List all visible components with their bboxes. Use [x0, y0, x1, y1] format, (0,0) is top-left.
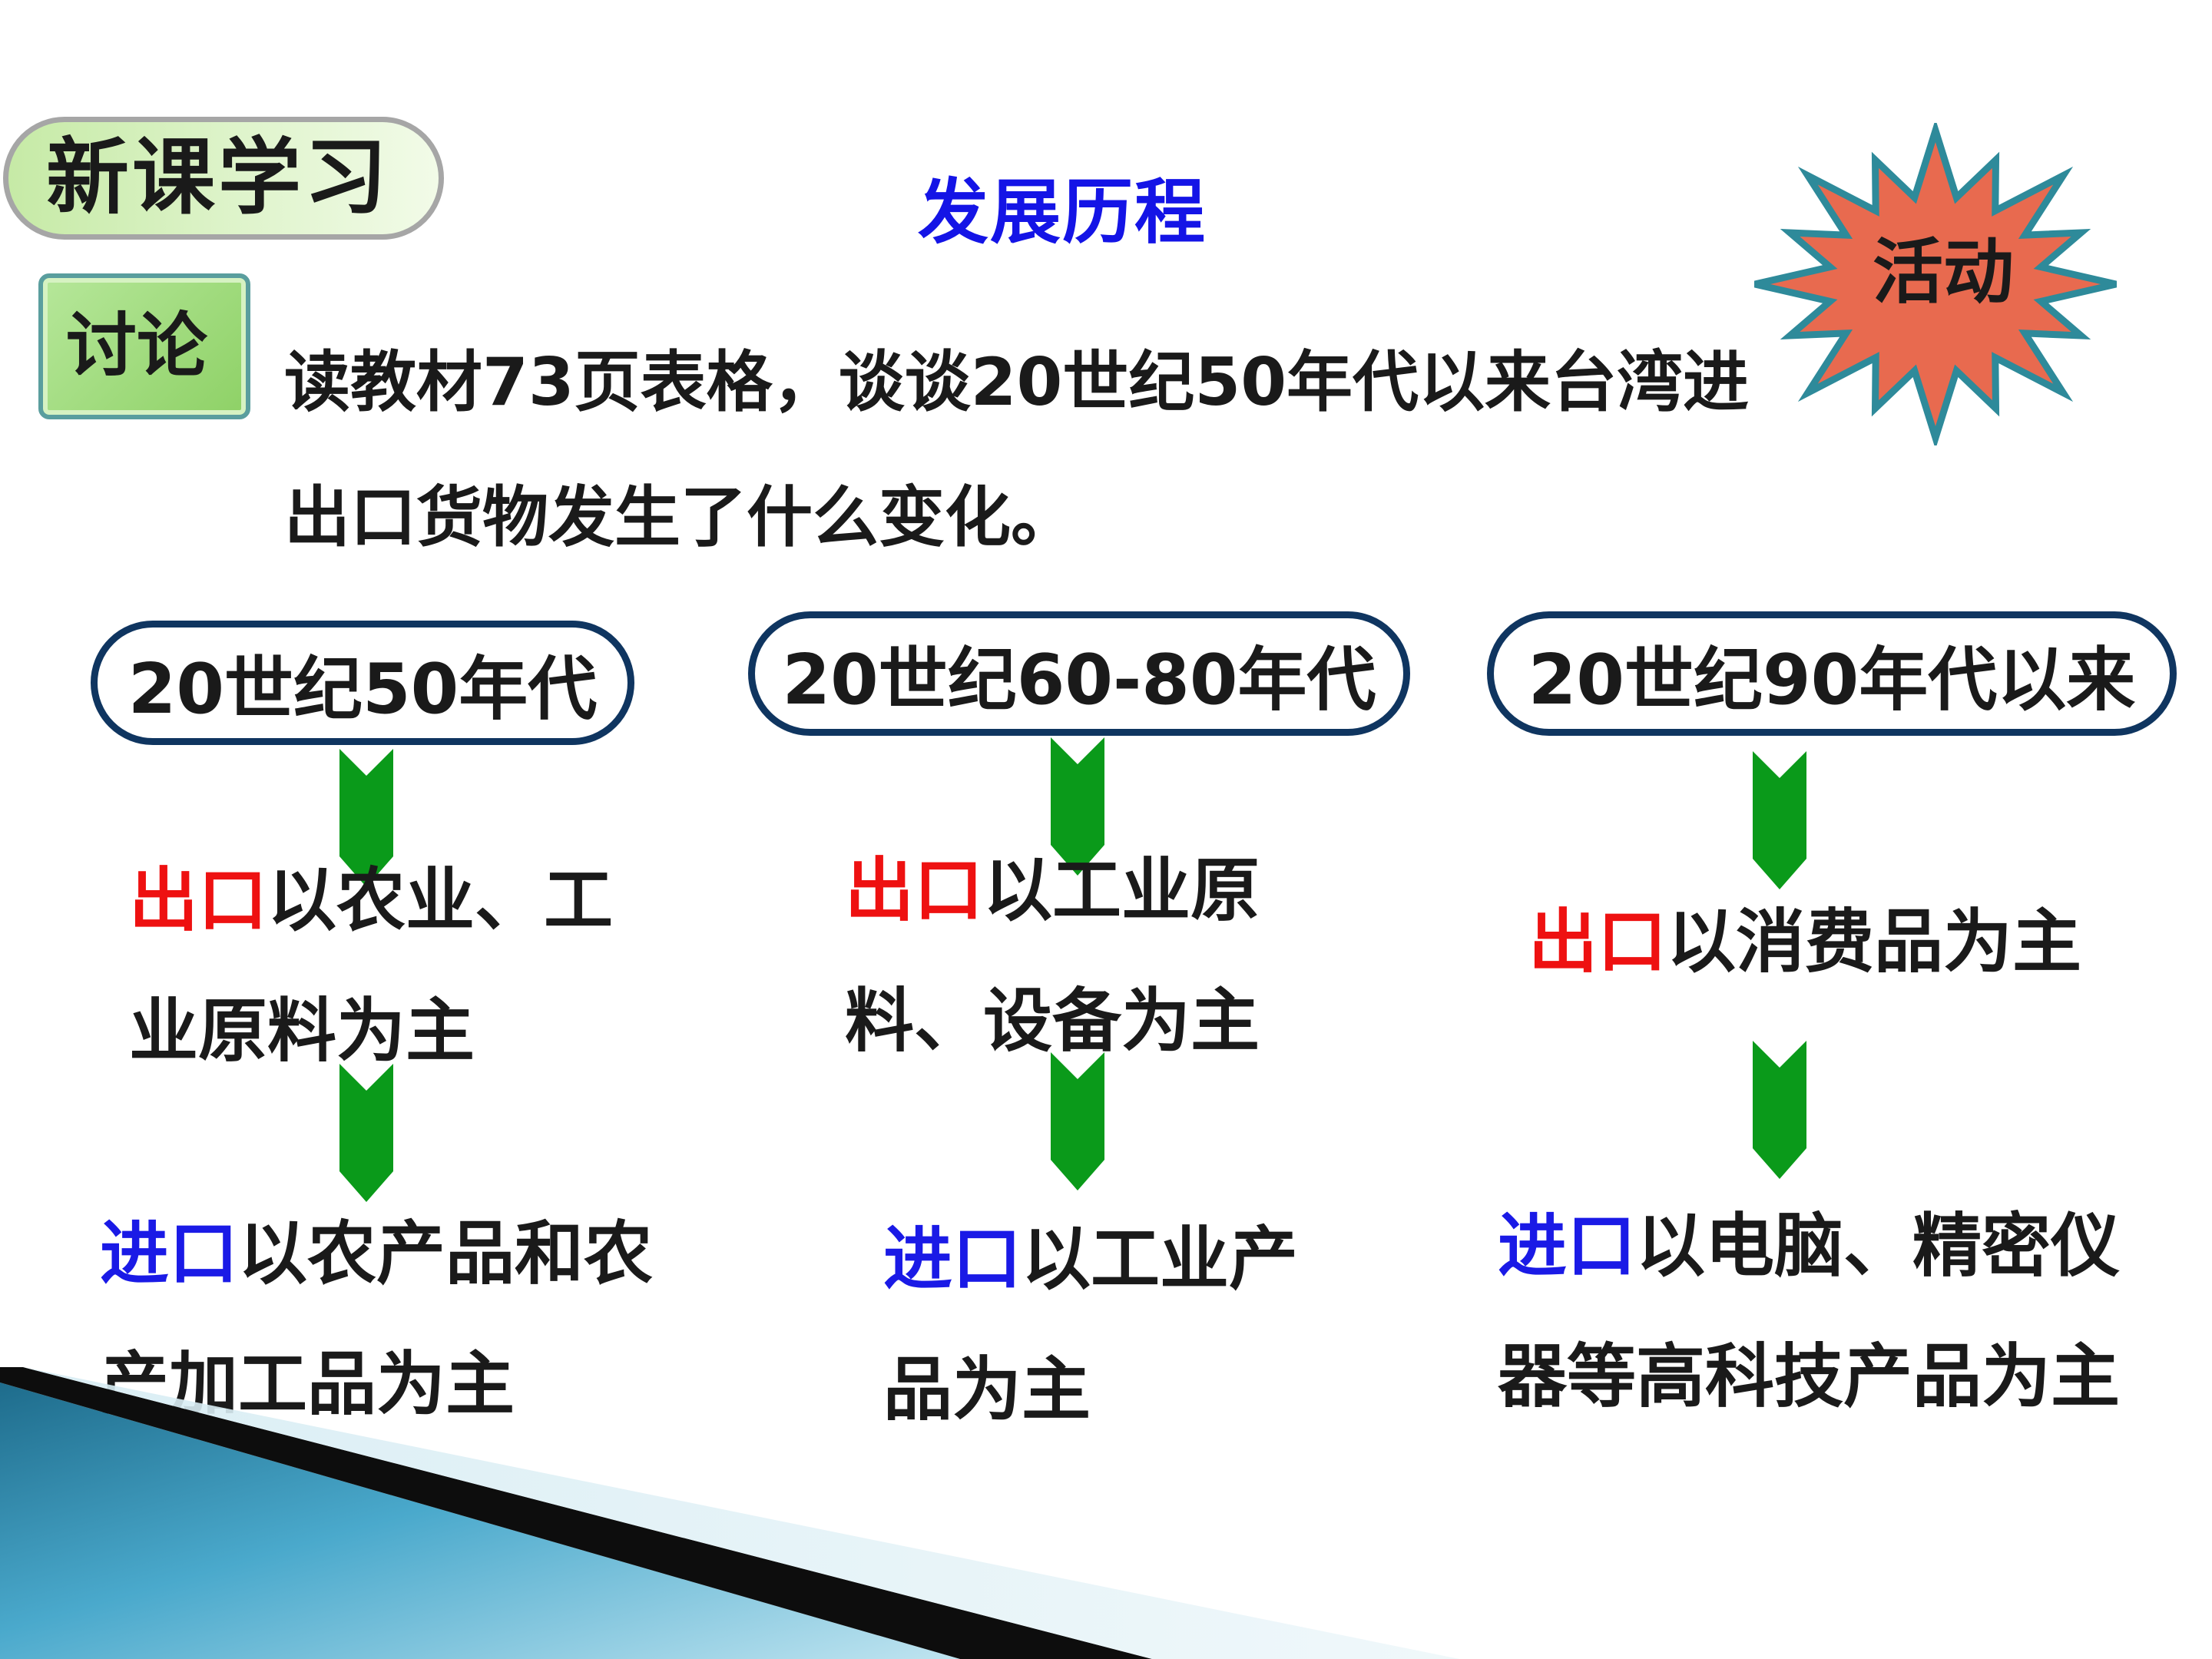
- down-arrow-icon: [1051, 737, 1104, 876]
- import-keyword: 进口: [100, 1214, 238, 1294]
- import-text-1960s-80s: 进口以工业产品为主: [883, 1194, 1329, 1455]
- import-text-1950s: 进口以农产品和农产加工品为主: [100, 1189, 668, 1450]
- era-capsule-1990s: 20世纪90年代以来: [1487, 611, 2177, 736]
- era-capsule-1950s: 20世纪50年代: [91, 621, 634, 745]
- export-description: 以消费品为主: [1667, 902, 2081, 982]
- down-arrow-icon: [1753, 1041, 1806, 1179]
- discussion-badge: [38, 273, 250, 419]
- import-text-1990s: 进口以电脑、精密仪器等高科技产品为主: [1498, 1181, 2174, 1442]
- decorative-wedge: [0, 1367, 1459, 1659]
- down-arrow-icon: [339, 749, 393, 887]
- export-description: 以工业原料、设备为主: [845, 850, 1260, 1061]
- era-capsule-1960s-80s: 20世纪60-80年代: [748, 611, 1410, 736]
- down-arrow-icon: [1753, 751, 1806, 889]
- down-arrow-icon: [339, 1064, 393, 1202]
- export-keyword: 出口: [129, 860, 267, 941]
- section-pill: [3, 117, 444, 240]
- export-description: 以农业、工业原料为主: [129, 860, 613, 1071]
- down-arrow-icon: [1051, 1052, 1104, 1190]
- export-text-1960s-80s: 出口以工业原料、设备为主: [845, 826, 1321, 1087]
- section-label: 新课学习: [46, 130, 391, 226]
- export-keyword: 出口: [845, 850, 983, 931]
- discussion-badge-label: 讨论: [66, 305, 208, 387]
- import-description: 以工业产品为主: [883, 1219, 1298, 1430]
- activity-burst-icon: [1753, 123, 2118, 445]
- activity-label: 活动: [1872, 231, 2014, 313]
- export-text-1950s: 出口以农业、工业原料为主: [129, 836, 667, 1097]
- export-keyword: 出口: [1528, 902, 1667, 982]
- export-text-1990s: 出口以消费品为主: [1528, 877, 2158, 1008]
- import-keyword: 进口: [1498, 1206, 1636, 1286]
- page-title: 发展历程: [918, 171, 1207, 253]
- import-description: 以电脑、精密仪器等高科技产品为主: [1498, 1206, 2120, 1417]
- discussion-question: 读教材73页表格，谈谈20世纪50年代以来台湾进出口货物发生了什么变化。: [284, 344, 1750, 556]
- import-keyword: 进口: [883, 1219, 1022, 1300]
